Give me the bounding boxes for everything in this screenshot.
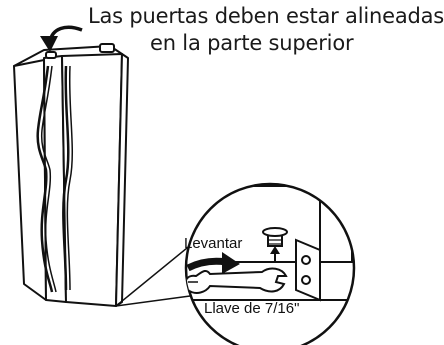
- instruction-line-2: en la parte superior: [150, 31, 354, 55]
- bracket-screw-icon: [301, 255, 311, 265]
- fresh-food-door: [61, 53, 123, 307]
- instruction-line-1: Las puertas deben estar alineadas: [88, 4, 444, 28]
- wrench-size-label: Llave de 7/16": [204, 300, 300, 317]
- refrigerator-left-side: [13, 59, 47, 301]
- lift-label: Levantar: [184, 235, 243, 252]
- freezer-handle-icon: [36, 65, 54, 293]
- lift-up-arrow-icon: [270, 246, 280, 262]
- leveling-foot-detail-view: [184, 182, 356, 345]
- hinge-bracket: [295, 238, 321, 302]
- door-top-hinge-cover: [99, 43, 115, 53]
- alignment-arrow-icon: [40, 25, 83, 52]
- turn-direction-arrow-icon: [186, 252, 240, 274]
- fresh-food-handle-icon: [62, 65, 70, 291]
- refrigerator: [13, 43, 129, 307]
